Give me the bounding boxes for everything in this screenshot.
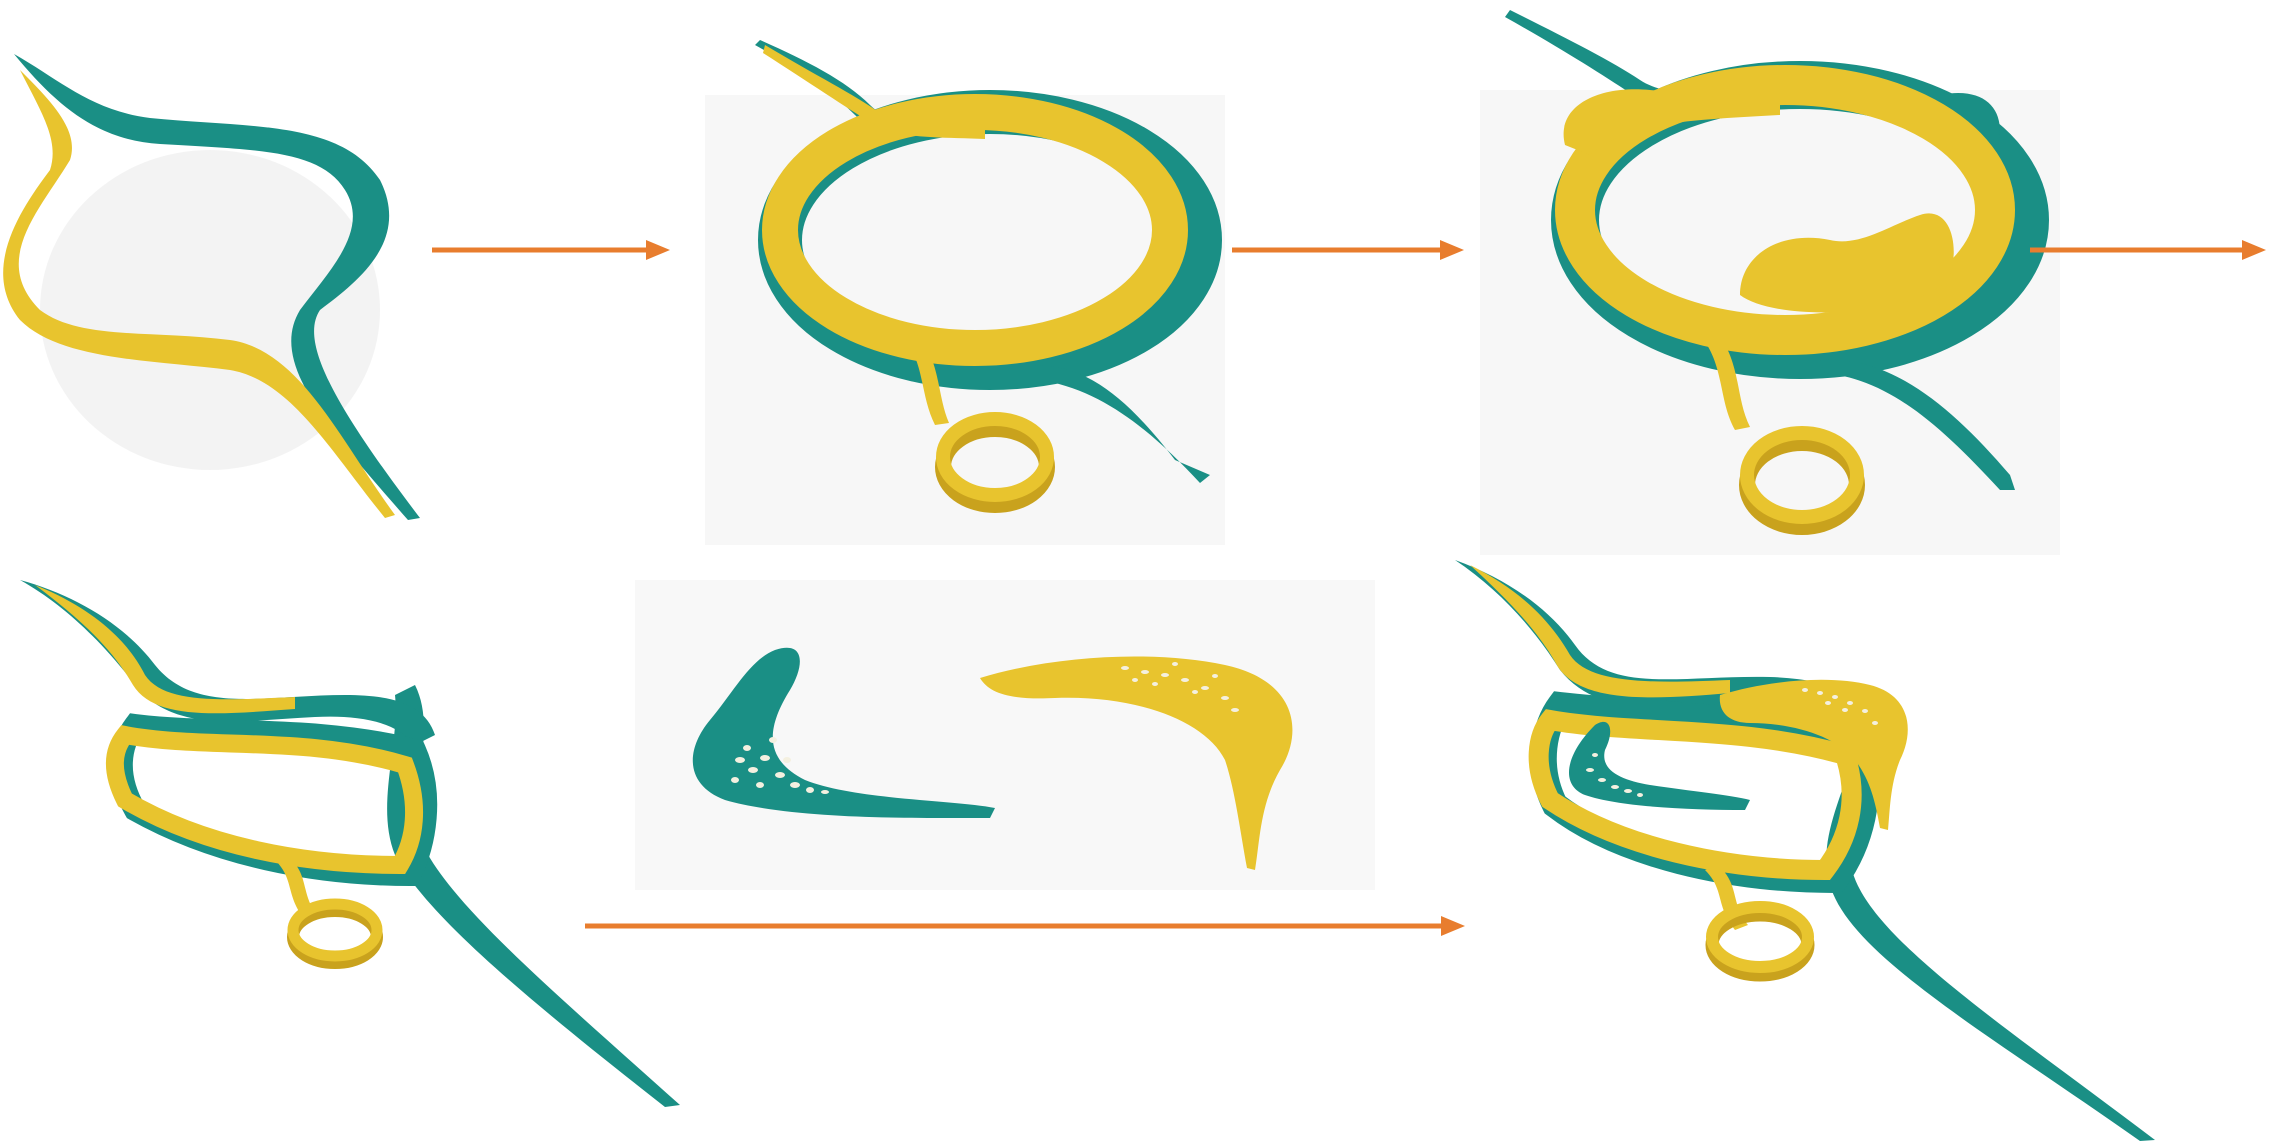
stage-4-yellow-frame [115, 735, 414, 865]
arrow-stage2-to-stage3 [1232, 238, 1464, 262]
stage-1-open-loop [0, 40, 440, 530]
stage-4-yellow-top-sweep [35, 585, 295, 713]
arrow-stage3-onward-head [2242, 240, 2266, 260]
stage-6-yellow-top-sweep [1470, 565, 1730, 697]
stage-6-final-assembly [1450, 555, 2170, 1145]
stage-3-ring-with-blob [1480, 5, 2060, 555]
arrow-stage1-to-stage2 [432, 238, 670, 262]
stage-2-ring-with-small-loop [705, 35, 1225, 545]
arrow-stage1-to-stage2-head [646, 240, 670, 260]
arrow-stage4-to-stage6 [585, 914, 1465, 938]
arrow-stage3-onward [2030, 238, 2266, 262]
arrow-stage2-to-stage3-head [1440, 240, 1464, 260]
stage-5-perforated-shells [535, 580, 1375, 890]
